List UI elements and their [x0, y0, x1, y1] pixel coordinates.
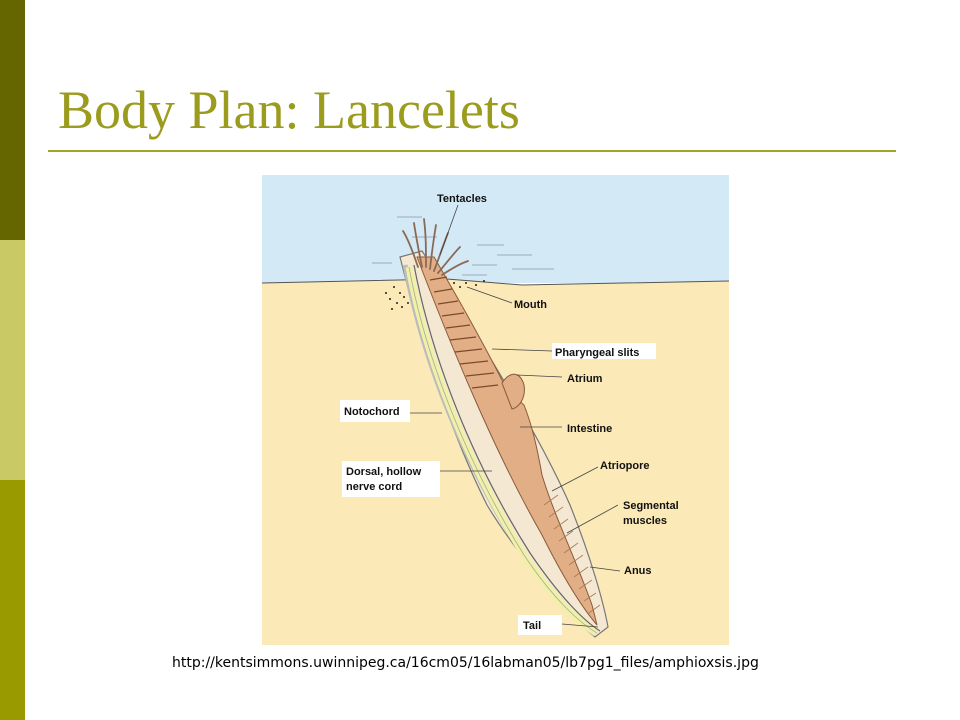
label-dorsal-nerve-line2: nerve cord: [346, 481, 402, 493]
leader-lines: [410, 204, 621, 628]
label-segmental-line2: muscles: [623, 515, 667, 527]
notochord-edge: [408, 266, 598, 634]
slide-title: Body Plan: Lancelets: [58, 80, 520, 140]
title-underline: [48, 150, 896, 152]
sidebar-segment-middle: [0, 240, 25, 480]
sand-surface-line: [262, 278, 729, 286]
water-ripples: [372, 216, 554, 276]
sidebar-segment-bottom: [0, 480, 25, 720]
label-dorsal-nerve-line1: Dorsal, hollow: [346, 466, 422, 478]
label-anus: Anus: [624, 565, 652, 577]
segmental-muscle-marks: [543, 494, 601, 614]
lancelet-diagram: Tentacles Mouth Pharyngeal slits Atrium …: [262, 175, 729, 645]
pharyngeal-slit-marks: [429, 276, 499, 389]
atrium-shape: [501, 373, 525, 410]
label-atriopore: Atriopore: [600, 460, 650, 472]
label-mouth: Mouth: [514, 299, 547, 311]
label-intestine: Intestine: [567, 423, 612, 435]
label-tail: Tail: [523, 620, 541, 632]
label-notochord: Notochord: [344, 406, 400, 418]
pharynx-region: [416, 256, 598, 626]
label-atrium: Atrium: [567, 373, 603, 385]
label-pharyngeal-slits: Pharyngeal slits: [555, 347, 639, 359]
label-tentacles: Tentacles: [437, 193, 487, 205]
sidebar-segment-top: [0, 0, 25, 240]
image-source-url: http://kentsimmons.uwinnipeg.ca/16cm05/1…: [172, 655, 759, 671]
nerve-cord: [413, 264, 601, 632]
label-segmental-line1: Segmental: [623, 500, 679, 512]
